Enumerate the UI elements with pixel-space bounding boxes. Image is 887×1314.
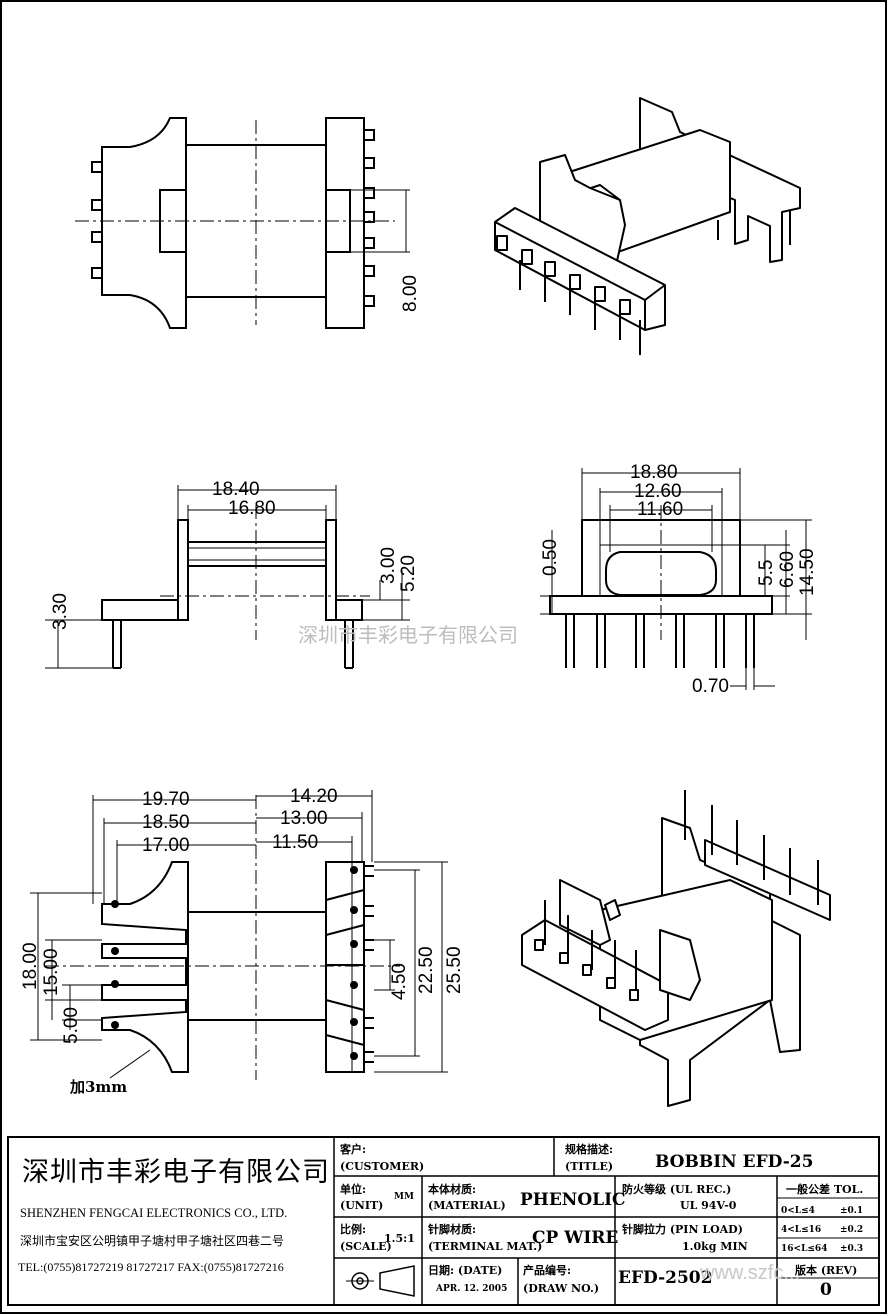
site-watermark: www.szfc... [700,1262,801,1284]
top-view-dim-height: 8.00 [400,275,421,312]
bottom-view-dim-right1: 4.50 [389,963,410,1000]
scale-label-en: (SCALE) [340,1240,392,1253]
bottom-view-dim-c: 17.00 [142,835,190,856]
bottom-view-dim-a: 19.70 [142,789,190,810]
bottom-view-dim-right2: 22.50 [416,946,437,994]
unit-label-cn: 单位: [340,1183,367,1196]
material-label-en: (MATERIAL) [428,1199,506,1212]
company-address: 深圳市宝安区公明镇甲子塘村甲子塘社区四巷二号 [20,1234,285,1248]
terminal-label-cn: 针脚材质: [428,1223,477,1236]
tolerance-value-3: ±0.3 [840,1244,864,1254]
side-view [45,485,410,669]
side-view-dim-pin: 3.30 [50,593,71,630]
drawno-value: EFD-2502 [618,1268,713,1288]
bottom-view-dim-left3: 5.00 [61,1007,82,1044]
front-view-dim-w1: 18.80 [630,462,678,483]
title-value: BOBBIN EFD-25 [655,1152,814,1172]
scale-value: 1.5:1 [384,1232,415,1245]
front-view-dim-left: 0.50 [540,539,561,576]
date-value: APR. 12. 2005 [436,1284,508,1294]
front-view-dim-h1: 5.5 [756,560,777,586]
unit-label-en: (UNIT) [340,1199,384,1212]
customer-label-en: (CUSTOMER) [340,1160,425,1173]
tolerance-range-3: 16<L≤64 [781,1244,828,1254]
customer-label-cn: 客户: [340,1143,367,1156]
company-contact: TEL:(0755)81727219 81727217 FAX:(0755)81… [18,1260,284,1274]
revision-label: 版本 (REV) [795,1264,858,1277]
scale-label-cn: 比例: [340,1223,367,1236]
side-view-dim-width-outer: 18.40 [212,479,260,500]
side-view-dim-h2: 5.20 [398,555,419,592]
front-view-dim-h2: 6.60 [777,551,798,588]
pinload-label: 针脚拉力 (PIN LOAD) [622,1223,743,1236]
bottom-view-dim-d: 14.20 [290,786,338,807]
side-view-dim-width-inner: 16.80 [228,498,276,519]
bottom-view-note: 加3mm [69,1078,127,1096]
tolerance-value-2: ±0.2 [840,1225,864,1235]
title-label-en: (TITLE) [565,1160,614,1173]
front-view [540,468,812,690]
bottom-view-dim-left1: 18.00 [20,942,41,990]
bottom-view-dim-left2: 15.00 [41,948,62,996]
terminal-value: CP WIRE [532,1228,619,1248]
bottom-view [30,790,448,1080]
drawno-label-en: (DRAW NO.) [523,1282,600,1295]
front-view-dim-w3: 11.60 [637,499,683,520]
front-view-dim-pin: 0.70 [692,676,729,697]
company-name-en: SHENZHEN FENGCAI ELECTRONICS CO., LTD. [20,1206,288,1220]
company-name-cn: 深圳市丰彩电子有限公司 [22,1157,330,1188]
side-view-dim-h1: 3.00 [378,547,399,584]
bottom-view-dim-e: 13.00 [280,808,328,829]
date-label: 日期: (DATE) [428,1264,503,1277]
top-view [75,117,410,329]
tolerance-label: 一般公差 TOL. [786,1183,864,1196]
unit-value: MM [394,1192,414,1202]
pinload-value: 1.0kg MIN [682,1240,748,1253]
drawno-label-cn: 产品编号: [523,1264,572,1277]
bottom-view-dim-b: 18.50 [142,812,190,833]
ul-label: 防火等级 (UL REC.) [622,1183,732,1196]
material-label-cn: 本体材质: [428,1183,477,1196]
title-label-cn: 规格描述: [565,1143,614,1156]
bottom-view-dim-f: 11.50 [272,832,318,853]
tolerance-value-1: ±0.1 [840,1206,864,1216]
material-value: PHENOLIC [520,1190,626,1210]
revision-value: 0 [820,1280,832,1300]
ul-value: UL 94V-0 [680,1199,737,1212]
isometric-view-top [494,97,801,355]
tolerance-range-1: 0<L≤4 [781,1206,815,1216]
tolerance-range-2: 4<L≤16 [781,1225,822,1235]
bottom-view-dim-right3: 25.50 [444,946,465,994]
drawing-watermark: 深圳市丰彩电子有限公司 [298,623,518,647]
front-view-dim-h3: 14.50 [797,548,818,596]
isometric-view-bottom [521,790,831,1107]
title-block-grid [7,1136,880,1306]
front-view-dim-w2: 12.60 [634,481,682,502]
terminal-label-en: (TERMINAL MAT.) [428,1240,543,1253]
